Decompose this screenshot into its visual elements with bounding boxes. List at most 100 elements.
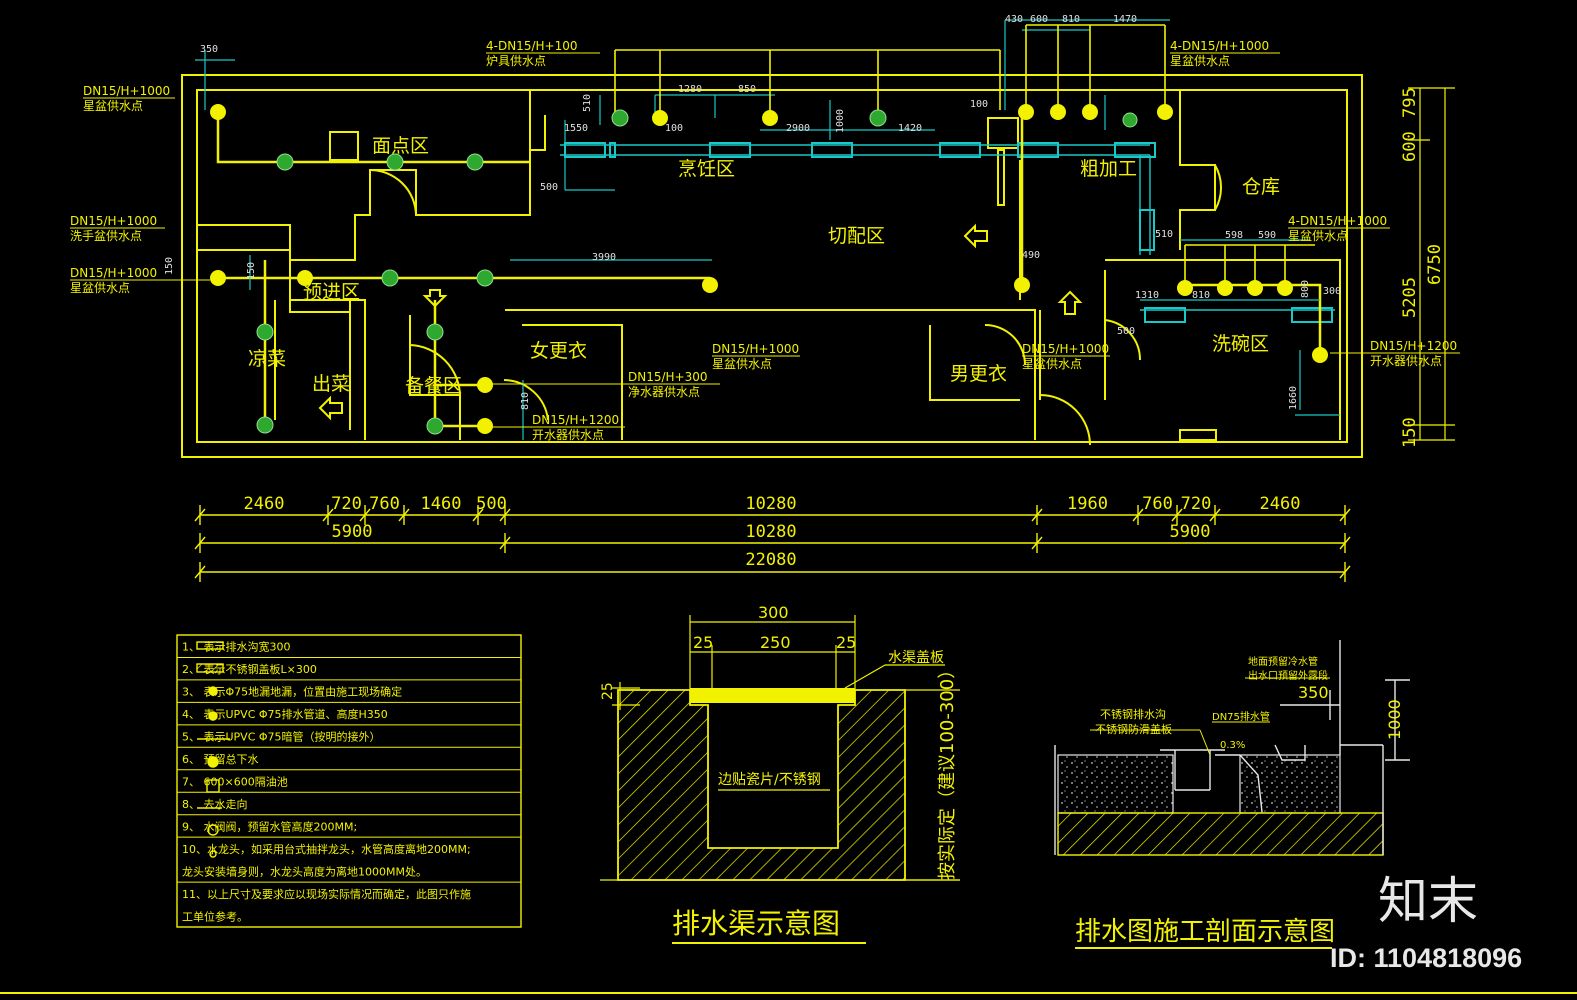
section-note2: 出水口预留外露段	[1248, 669, 1328, 682]
id-label: ID: 1104818096	[1330, 943, 1522, 973]
section-grate2: 不锈钢防滑盖板	[1095, 722, 1172, 736]
dim-100b: 100	[970, 99, 988, 110]
cyan-leaders	[195, 19, 1340, 440]
dim-600: 600	[1030, 14, 1048, 25]
rdim-5205: 5205	[1400, 277, 1420, 318]
callout-8a: DN15/H+1000	[712, 342, 799, 356]
callout-10a: DN15/H+1200	[532, 413, 619, 427]
legend-row-10: 10、水龙头，如采用台式抽拌龙头，水管高度离地200MM;	[182, 842, 471, 856]
dim-350: 350	[200, 44, 218, 55]
room-bei: 备餐区	[405, 375, 462, 397]
callout-10b: 开水器供水点	[532, 428, 604, 442]
callout-4a: 4-DN15/H+100	[486, 39, 577, 53]
trench-caption: 排水渠示意图	[672, 907, 840, 940]
drain-trench	[560, 144, 1335, 311]
bottom-dimension-lines	[200, 514, 1345, 573]
trench-height-25: 25	[600, 682, 616, 700]
section-grate1: 不锈钢排水沟	[1100, 707, 1166, 721]
supply-points	[210, 104, 1328, 434]
legend-row-12: 11、以上尺寸及要求应以现场实际情况而确定，此图只作施	[182, 887, 471, 901]
legend-row-9: 9、 水阀阀，预留水管高度200MM;	[182, 819, 357, 833]
dim-598: 598	[1225, 230, 1243, 241]
room-chu: 出菜	[312, 373, 350, 395]
legend-row-4: 4、 表示UPVC Φ75排水管道、高度H350	[182, 707, 388, 721]
dim-3990: 3990	[592, 252, 616, 263]
dim-total: 22080	[745, 550, 796, 570]
brand-watermark: 知末 ID: 1104818096	[1330, 872, 1522, 973]
trench-depth-label: 按实际定（建议100-300）	[937, 661, 958, 880]
dim-2900: 2900	[786, 123, 810, 134]
dim-row1-5: 10280	[745, 494, 796, 514]
dim-300: 300	[1323, 286, 1341, 297]
dim-150: 150	[164, 257, 175, 275]
room-mian: 面点区	[372, 135, 429, 157]
dim-800: 800	[1300, 280, 1311, 298]
dim-500b: 500	[1117, 326, 1135, 337]
section-caption: 排水图施工剖面示意图	[1075, 917, 1335, 947]
section-slope: 0.3%	[1220, 740, 1245, 751]
callout-11a: DN15/H+1000	[1022, 342, 1109, 356]
dim-row1-6: 1960	[1067, 494, 1108, 514]
dim-850: 850	[738, 84, 756, 95]
water-pipes	[216, 112, 1322, 430]
room-cu: 粗加工	[1080, 158, 1137, 180]
dim-150b: 150	[246, 262, 257, 280]
dim-1000: 1000	[835, 109, 846, 133]
right-dim-labels: 795 600 5205 6750 150	[1400, 87, 1445, 448]
callout-4b: 炉具供水点	[486, 54, 546, 68]
legend-row-6: 6、 预留总下水	[182, 752, 259, 766]
room-yujin: 预进区	[303, 281, 360, 303]
rdim-795: 795	[1400, 87, 1420, 118]
legend-row-7: 7、 600×600隔油池	[182, 774, 288, 788]
dim-row1-4: 500	[476, 494, 507, 514]
callout-7b: 开水器供水点	[1370, 354, 1442, 368]
callout-1a: DN15/H+1000	[83, 84, 170, 98]
callout-9a: DN15/H+300	[628, 370, 708, 384]
trench-width-25a: 25	[693, 633, 713, 652]
section-pipe: DN75排水管	[1212, 710, 1270, 723]
section-note1: 地面预留冷水管	[1248, 655, 1318, 668]
room-labels: 面点区 烹饪区 切配区 粗加工 仓库 预进区 凉菜 出菜 备餐区 女更衣 男更衣…	[248, 135, 1280, 397]
dim-1280: 1280	[678, 84, 702, 95]
dim-510b: 510	[1155, 229, 1173, 240]
legend-row-8: 8、 去水走向	[182, 797, 248, 811]
dim-1470: 1470	[1113, 14, 1137, 25]
trench-cover-label: 水渠盖板	[888, 650, 944, 666]
dim-590: 590	[1258, 230, 1276, 241]
room-nan: 男更衣	[950, 363, 1007, 385]
dim-500: 500	[540, 182, 558, 193]
dim-row1-1: 720	[331, 494, 362, 514]
valve-branches	[614, 24, 1315, 285]
dim-810b: 810	[1192, 290, 1210, 301]
dim-810: 810	[1062, 14, 1080, 25]
room-liang: 凉菜	[248, 348, 286, 370]
dim-1420: 1420	[898, 123, 922, 134]
callout-3b: 星盆供水点	[70, 281, 130, 295]
section-350: 350	[1298, 683, 1329, 702]
dim-100: 100	[665, 123, 683, 134]
dim-430: 430	[1005, 14, 1023, 25]
callout-8b: 星盆供水点	[712, 357, 772, 371]
dim-row2-0: 5900	[332, 522, 373, 542]
legend-row-13: 工单位参考。	[182, 909, 248, 923]
legend-row-1: 1、 表示排水沟宽300	[182, 640, 291, 654]
flow-arrows	[318, 223, 1083, 421]
section-detail: 地面预留冷水管 出水口预留外露段 350 1000 DN75排水管 0.3% 不…	[1054, 640, 1410, 949]
dim-510: 510	[582, 94, 593, 112]
dim-810c: 810	[520, 392, 531, 410]
floor-drains	[256, 109, 1138, 435]
rdim-150: 150	[1400, 417, 1420, 448]
callout-1b: 星盆供水点	[83, 99, 143, 113]
callout-6b: 星盆供水点	[1288, 229, 1348, 243]
room-xiwan: 洗碗区	[1212, 333, 1269, 355]
brand-logo: 知末	[1378, 872, 1478, 930]
rdim-6750: 6750	[1425, 244, 1445, 285]
dim-row1-2: 760	[369, 494, 400, 514]
callout-3a: DN15/H+1000	[70, 266, 157, 280]
inner-dimensions: 350 430 600 810 1470 1280 850 510 1550 1…	[164, 14, 1341, 410]
dim-row1-3: 1460	[421, 494, 462, 514]
